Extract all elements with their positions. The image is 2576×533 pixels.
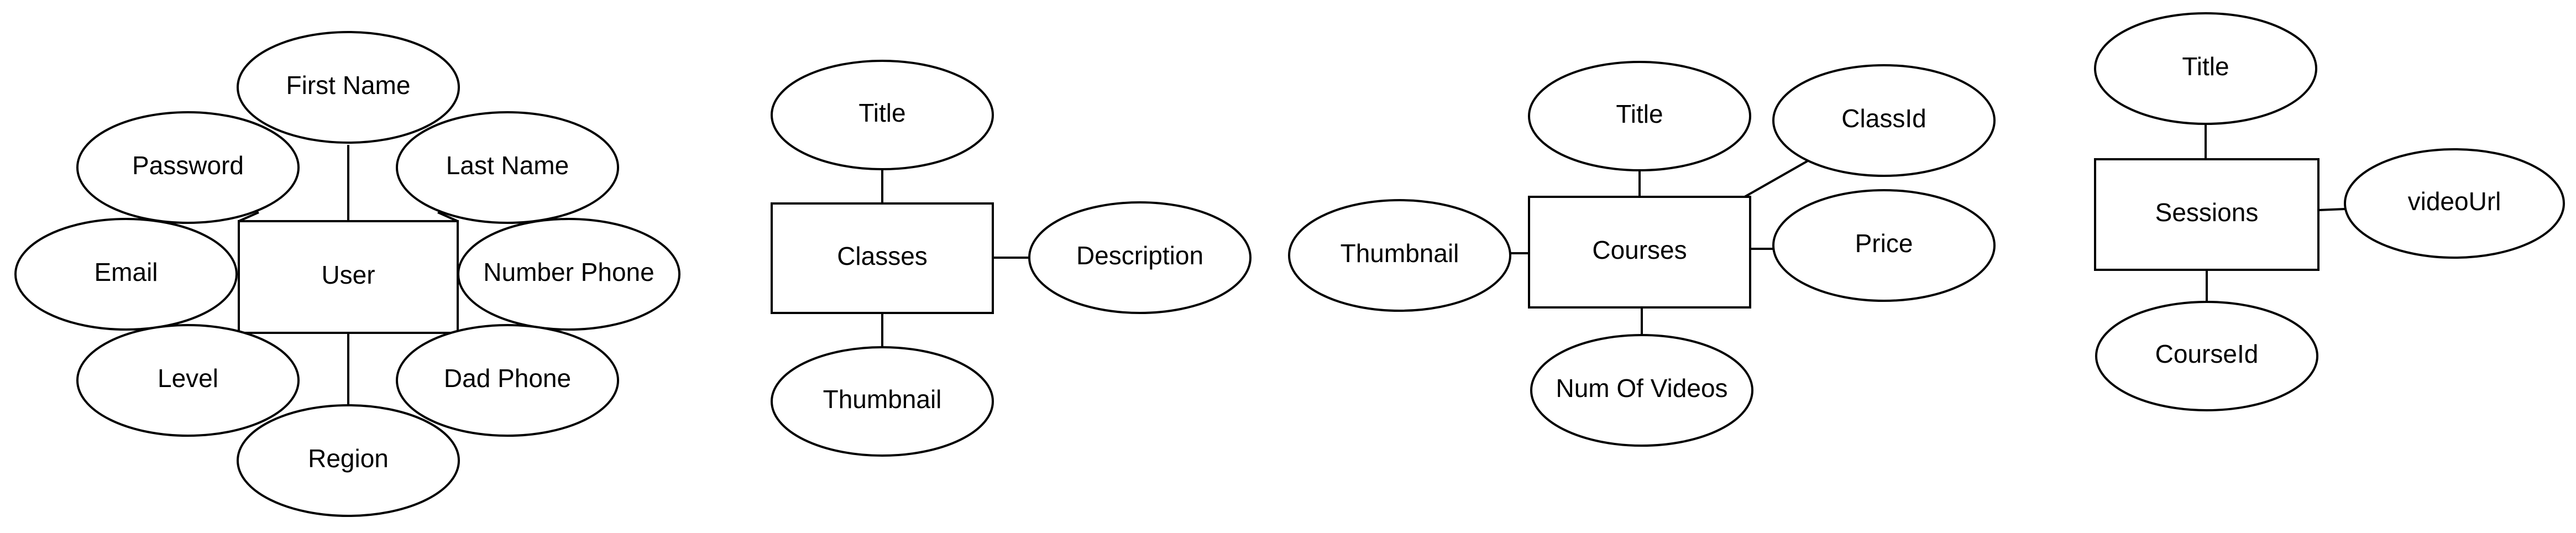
attr-user-dad-phone-label: Dad Phone bbox=[444, 364, 571, 393]
attr-classes-title-label: Title bbox=[858, 98, 905, 127]
attr-user-email bbox=[14, 218, 238, 331]
attr-courses-thumbnail bbox=[1288, 199, 1511, 312]
entity-classes: Classes Title Description Thumbnail bbox=[771, 60, 1252, 457]
attr-classes-description-label: Description bbox=[1076, 241, 1203, 270]
attr-user-region-label: Region bbox=[308, 444, 389, 473]
entity-user-name: User bbox=[321, 260, 375, 289]
attr-user-email-label: Email bbox=[94, 258, 158, 286]
attr-user-region bbox=[237, 404, 460, 517]
attr-courses-title-label: Title bbox=[1616, 100, 1663, 128]
attr-courses-title bbox=[1528, 61, 1751, 171]
attr-sessions-courseid-label: CourseId bbox=[2155, 339, 2259, 368]
attr-user-dad-phone bbox=[396, 324, 619, 437]
attr-courses-classid-label: ClassId bbox=[1841, 104, 1926, 133]
attr-courses-classid bbox=[1772, 64, 1996, 177]
link-sessions-videourl bbox=[2318, 208, 2345, 211]
attr-user-last-name bbox=[396, 111, 619, 224]
attr-sessions-courseid bbox=[2095, 301, 2318, 411]
entity-courses-box bbox=[1528, 196, 1751, 309]
attr-user-level bbox=[76, 324, 300, 437]
attr-user-first-name-label: First Name bbox=[286, 71, 411, 100]
attr-classes-thumbnail bbox=[771, 346, 994, 457]
attr-sessions-title bbox=[2094, 12, 2317, 125]
entity-user: User First Name Password Last Name Email… bbox=[14, 31, 680, 517]
attr-sessions-videourl bbox=[2344, 148, 2565, 259]
attr-courses-num-of-videos bbox=[1530, 334, 1753, 447]
entity-sessions-name: Sessions bbox=[2155, 198, 2259, 227]
attr-user-password bbox=[76, 111, 300, 224]
link-courses-classid bbox=[1744, 159, 1809, 198]
attr-sessions-videourl-label: videoUrl bbox=[2408, 187, 2501, 216]
attr-sessions-title-label: Title bbox=[2182, 52, 2229, 81]
attr-user-number-phone bbox=[457, 218, 680, 331]
attr-user-password-label: Password bbox=[132, 151, 244, 180]
attr-user-number-phone-label: Number Phone bbox=[483, 258, 654, 286]
entity-sessions-box bbox=[2094, 158, 2320, 271]
attr-classes-title bbox=[771, 60, 994, 170]
entity-classes-box bbox=[771, 202, 994, 314]
attr-user-first-name bbox=[237, 31, 460, 144]
attr-user-level-label: Level bbox=[158, 364, 218, 393]
entity-courses: Courses Title ClassId Thumbnail Price Nu… bbox=[1288, 61, 1996, 447]
attr-courses-thumbnail-label: Thumbnail bbox=[1341, 239, 1459, 268]
attr-courses-price-label: Price bbox=[1855, 229, 1913, 258]
entity-user-box bbox=[238, 220, 459, 334]
attr-courses-num-of-videos-label: Num Of Videos bbox=[1556, 374, 1727, 403]
entity-courses-name: Courses bbox=[1592, 236, 1687, 264]
entity-classes-name: Classes bbox=[837, 242, 928, 270]
attr-courses-price bbox=[1772, 189, 1996, 302]
entity-sessions: Sessions Title videoUrl CourseId bbox=[2094, 12, 2565, 411]
attr-classes-thumbnail-label: Thumbnail bbox=[823, 385, 942, 414]
attr-classes-description bbox=[1028, 201, 1252, 314]
attr-user-last-name-label: Last Name bbox=[446, 151, 569, 180]
link-user-last-name bbox=[437, 211, 458, 222]
link-user-password bbox=[238, 211, 259, 222]
